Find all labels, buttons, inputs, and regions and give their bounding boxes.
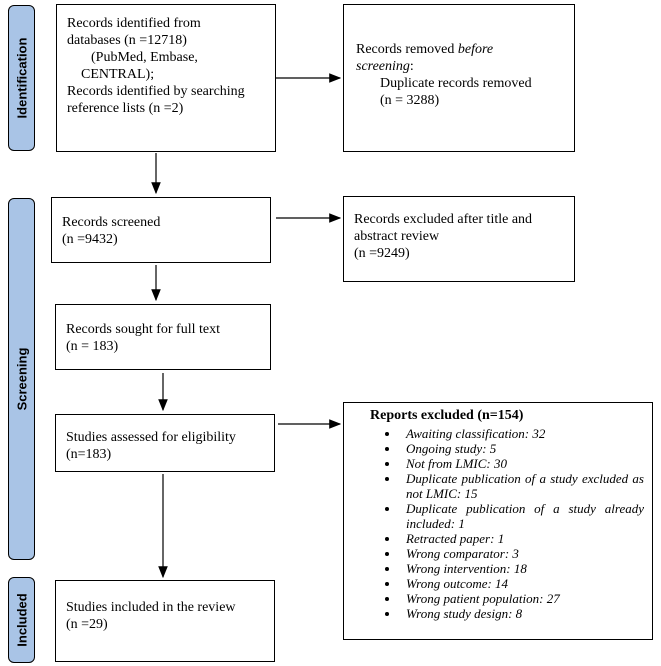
identified-line3: (PubMed, Embase, bbox=[91, 50, 198, 65]
identified-line4: CENTRAL); bbox=[81, 67, 155, 82]
reports-excluded-list: Awaiting classification: 32 Ongoing stud… bbox=[370, 426, 644, 621]
records-excluded-box: Records excluded after title and abstrac… bbox=[343, 196, 575, 282]
identified-line5: Records identified by searching bbox=[67, 84, 245, 99]
studies-assessed-box: Studies assessed for eligibility (n=183) bbox=[55, 414, 275, 472]
studies-included-box: Studies included in the review (n =29) bbox=[55, 580, 275, 662]
reason-item: Wrong outcome: 14 bbox=[400, 576, 644, 591]
reports-excluded-box: Reports excluded (n=154) Awaiting classi… bbox=[343, 402, 653, 640]
removed-before-emphasis: before bbox=[457, 42, 494, 57]
reason-item: Awaiting classification: 32 bbox=[400, 426, 644, 441]
reason-item: Duplicate publication of a study already… bbox=[400, 501, 644, 531]
records-screened-box: Records screened (n =9432) bbox=[51, 197, 271, 263]
reason-item: Wrong patient population: 27 bbox=[400, 591, 644, 606]
assessed-line1: Studies assessed for eligibility bbox=[66, 430, 236, 445]
screened-line1: Records screened bbox=[62, 215, 161, 230]
identified-line1: Records identified from bbox=[67, 16, 201, 31]
reason-item: Not from LMIC: 30 bbox=[400, 456, 644, 471]
removed-line3: Duplicate records removed bbox=[380, 76, 532, 91]
removed-line1-text: Records removed bbox=[356, 42, 455, 57]
excluded-line1: Records excluded after title and bbox=[354, 212, 533, 227]
records-sought-box: Records sought for full text (n = 183) bbox=[55, 304, 271, 370]
reason-item: Ongoing study: 5 bbox=[400, 441, 644, 456]
stage-screening: Screening bbox=[8, 198, 35, 560]
stage-included: Included bbox=[8, 577, 35, 663]
removed-screening-emphasis: screening bbox=[356, 59, 410, 74]
removed-line2: screening: bbox=[356, 58, 564, 75]
screened-line2: (n =9432) bbox=[62, 232, 118, 247]
sought-line2: (n = 183) bbox=[66, 339, 119, 354]
included-line2: (n =29) bbox=[66, 617, 108, 632]
removed-line4: (n = 3288) bbox=[380, 93, 440, 108]
identified-line6: reference lists (n =2) bbox=[67, 101, 184, 116]
records-removed-box: Records removed before screening: Duplic… bbox=[343, 4, 575, 152]
removed-line1: Records removed before bbox=[356, 41, 564, 58]
reason-item: Wrong study design: 8 bbox=[400, 606, 644, 621]
excluded-line2: abstract review bbox=[354, 229, 440, 244]
records-identified-box: Records identified from databases (n =12… bbox=[56, 4, 276, 152]
reports-excluded-title: Reports excluded (n=154) bbox=[370, 408, 524, 423]
stage-identification: Identification bbox=[8, 5, 35, 151]
reason-item: Retracted paper: 1 bbox=[400, 531, 644, 546]
excluded-line3: (n =9249) bbox=[354, 246, 410, 261]
identified-line2: databases (n =12718) bbox=[67, 33, 187, 48]
sought-line1: Records sought for full text bbox=[66, 322, 220, 337]
reason-item: Duplicate publication of a study exclude… bbox=[400, 471, 644, 501]
removed-colon: : bbox=[409, 59, 414, 74]
reason-item: Wrong intervention: 18 bbox=[400, 561, 644, 576]
assessed-line2: (n=183) bbox=[66, 447, 112, 462]
included-line1: Studies included in the review bbox=[66, 600, 236, 615]
reason-item: Wrong comparator: 3 bbox=[400, 546, 644, 561]
